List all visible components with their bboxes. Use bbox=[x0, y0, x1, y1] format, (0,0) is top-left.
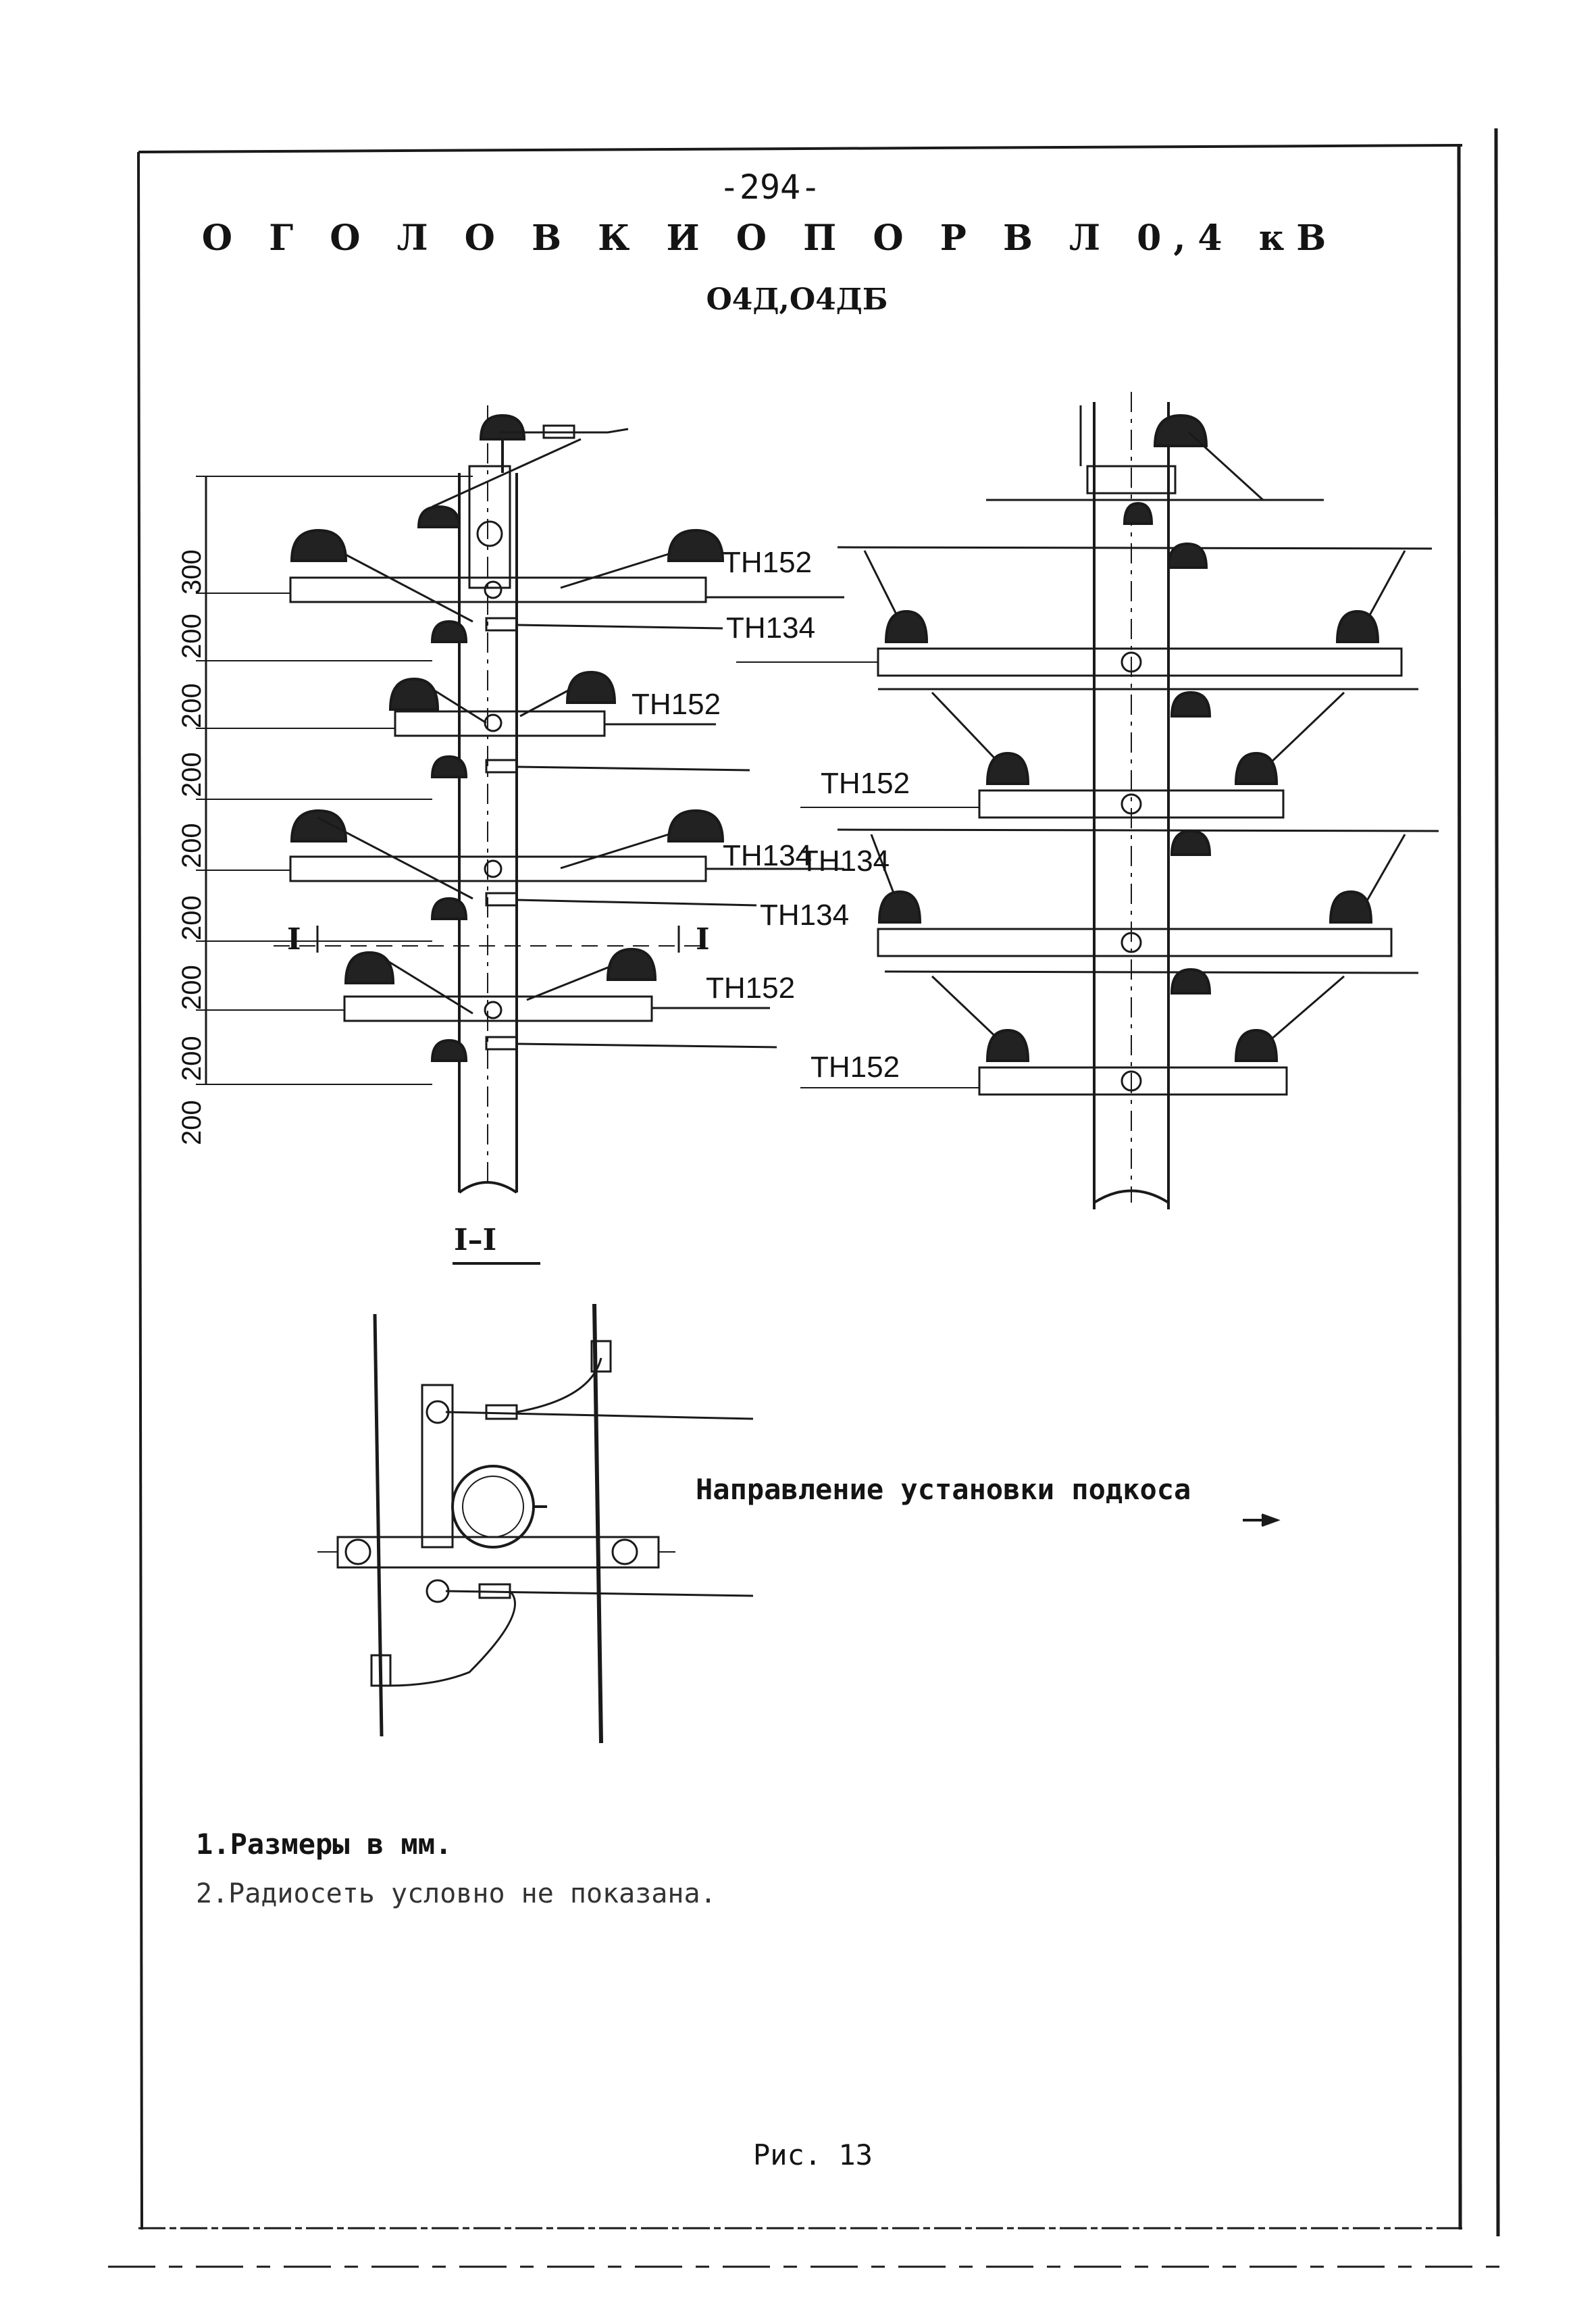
dimension-200-5: 200 bbox=[177, 895, 207, 940]
right-label-th134: ТН134 bbox=[800, 845, 890, 878]
note-radio-network: 2.Радиосеть условно не показана. bbox=[196, 1878, 717, 1909]
left-label-th152-3: ТН152 bbox=[706, 972, 796, 1005]
left-pole-drawing bbox=[196, 405, 844, 1265]
section-mark-right: I bbox=[696, 922, 710, 957]
top-view-detail bbox=[317, 1303, 1281, 1744]
left-label-th134-2: ТН134 bbox=[723, 839, 813, 872]
right-pole-drawing bbox=[736, 392, 1439, 1209]
direction-label: Направление установки подкоса bbox=[696, 1473, 1191, 1506]
dimension-200-8: 200 bbox=[177, 1100, 207, 1145]
page-title: О Г О Л О В К И О П О Р В Л 0,4 кВ bbox=[201, 218, 1339, 259]
right-label-th152-1: ТН152 bbox=[821, 767, 910, 800]
dimension-200-4: 200 bbox=[177, 823, 207, 868]
left-label-th134-3: ТН134 bbox=[760, 899, 850, 932]
dimension-200-3: 200 bbox=[177, 752, 207, 797]
sheet-border bbox=[108, 128, 1513, 2268]
dimension-200-2: 200 bbox=[177, 683, 207, 728]
page-number: -294- bbox=[719, 168, 821, 207]
dimension-200-1: 200 bbox=[177, 613, 207, 659]
dimension-300: 300 bbox=[177, 549, 207, 595]
dimension-200-6: 200 bbox=[177, 965, 207, 1010]
left-label-th152-1: ТН152 bbox=[723, 546, 813, 579]
dimension-200-7: 200 bbox=[177, 1036, 207, 1081]
right-label-th152-2: ТН152 bbox=[810, 1051, 900, 1084]
section-title: I–I bbox=[454, 1223, 497, 1257]
section-mark-left: I bbox=[287, 922, 301, 957]
figure-caption: Рис. 13 bbox=[753, 2138, 873, 2171]
page-subtitle: О4Д,О4ДБ bbox=[706, 282, 888, 317]
left-label-th134-1: ТН134 bbox=[726, 611, 816, 645]
note-dimensions: 1.Размеры в мм. bbox=[196, 1828, 453, 1861]
left-label-th152-2: ТН152 bbox=[632, 688, 721, 721]
